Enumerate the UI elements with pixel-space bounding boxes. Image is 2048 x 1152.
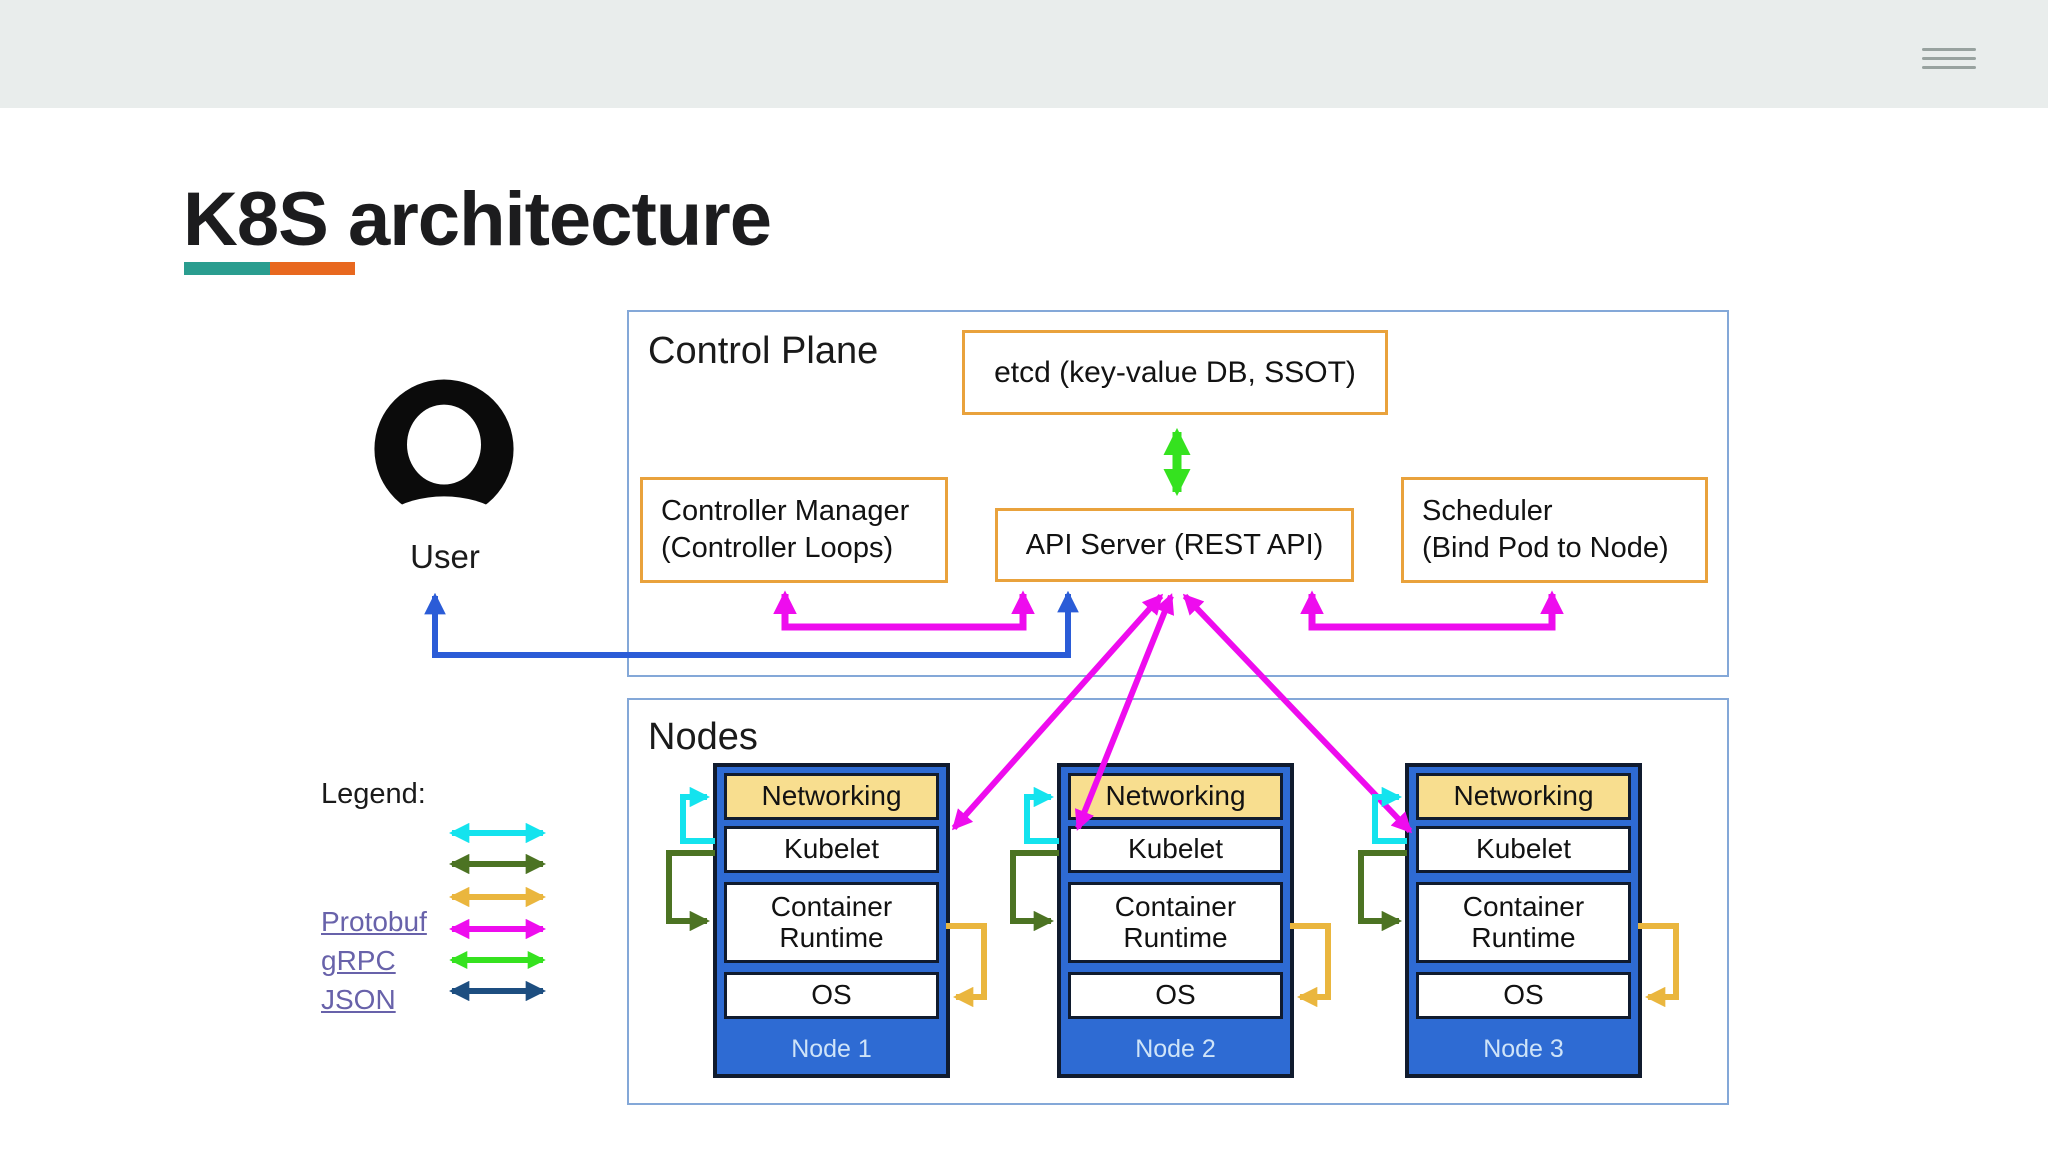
- node2-kubelet-layer: Kubelet: [1068, 826, 1283, 873]
- node3-name: Node 3: [1483, 1035, 1564, 1063]
- scheduler-line1: Scheduler: [1422, 494, 1553, 527]
- controller-manager-line1: Controller Manager: [661, 494, 910, 527]
- node2-os-layer: OS: [1068, 972, 1283, 1019]
- legend-link-grpc[interactable]: gRPC: [321, 945, 396, 976]
- nodes-section: [627, 698, 1729, 1105]
- nodes-label: Nodes: [648, 716, 758, 758]
- node1-name: Node 1: [791, 1035, 872, 1063]
- node3-networking-layer: Networking: [1416, 773, 1631, 820]
- title-underline-teal: [184, 262, 270, 275]
- node1-kubelet-layer: Kubelet: [724, 826, 939, 873]
- node-1: Networking Kubelet Container Runtime OS …: [713, 763, 950, 1078]
- node3-container-runtime-layer: Container Runtime: [1416, 882, 1631, 963]
- node2-networking-layer: Networking: [1068, 773, 1283, 820]
- user-label: User: [410, 538, 480, 575]
- legend-label: Legend:: [321, 778, 426, 810]
- node-2: Networking Kubelet Container Runtime OS …: [1057, 763, 1294, 1078]
- api-server-box: API Server (REST API): [995, 508, 1354, 582]
- title-underline: [184, 262, 355, 275]
- node3-kubelet-layer: Kubelet: [1416, 826, 1631, 873]
- node3-os-layer: OS: [1416, 972, 1631, 1019]
- scheduler-box: Scheduler (Bind Pod to Node): [1401, 477, 1708, 583]
- title-underline-orange: [270, 262, 355, 275]
- node1-os-layer: OS: [724, 972, 939, 1019]
- scheduler-line2: (Bind Pod to Node): [1422, 532, 1669, 564]
- node-3: Networking Kubelet Container Runtime OS …: [1405, 763, 1642, 1078]
- control-plane-section: [627, 310, 1729, 677]
- control-plane-label: Control Plane: [648, 330, 879, 372]
- hamburger-menu-icon[interactable]: [1922, 42, 1976, 70]
- node2-name: Node 2: [1135, 1035, 1216, 1063]
- user-icon: [372, 379, 516, 526]
- legend-links: Protobuf gRPC JSON: [321, 906, 427, 1023]
- top-bar: [0, 0, 2048, 108]
- hamburger-bar: [1922, 66, 1976, 69]
- node1-networking-layer: Networking: [724, 773, 939, 820]
- controller-manager-line2: (Controller Loops): [661, 532, 894, 564]
- legend-link-protobuf[interactable]: Protobuf: [321, 906, 427, 937]
- node1-container-runtime-layer: Container Runtime: [724, 882, 939, 963]
- etcd-box: etcd (key-value DB, SSOT): [962, 330, 1388, 415]
- page-title: K8S architecture: [183, 177, 772, 262]
- legend-link-json[interactable]: JSON: [321, 984, 396, 1015]
- hamburger-bar: [1922, 57, 1976, 60]
- controller-manager-box: Controller Manager (Controller Loops): [640, 477, 948, 583]
- hamburger-bar: [1922, 48, 1976, 51]
- node2-container-runtime-layer: Container Runtime: [1068, 882, 1283, 963]
